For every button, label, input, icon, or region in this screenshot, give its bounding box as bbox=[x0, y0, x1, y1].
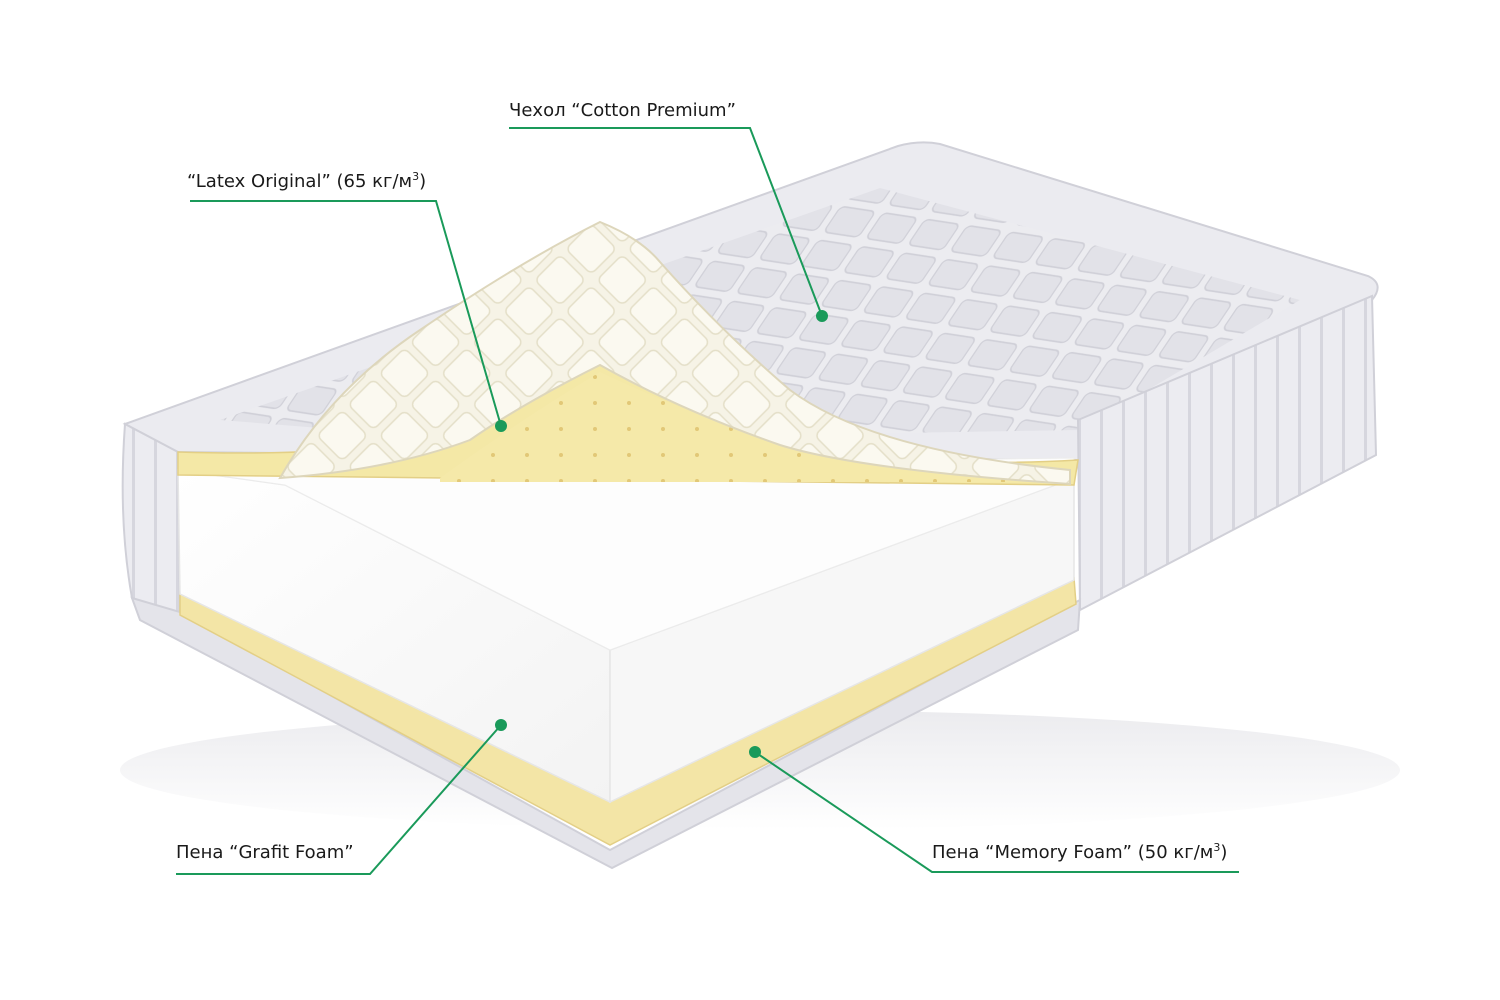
leader-grafit bbox=[176, 724, 502, 875]
leader-latex bbox=[190, 200, 502, 427]
label-grafit-foam: Пена “Grafit Foam” bbox=[176, 842, 354, 864]
label-latex-original: “Latex Original” (65 кг/м3) bbox=[187, 171, 426, 193]
label-text: Пена “Memory Foam” (50 кг/м bbox=[932, 842, 1214, 863]
cover-left-side bbox=[121, 422, 182, 617]
latex-holes bbox=[440, 372, 1060, 482]
label-memory-foam: Пена “Memory Foam” (50 кг/м3) bbox=[932, 842, 1227, 864]
label-text: Чехол “Cotton Premium” bbox=[509, 100, 736, 121]
cover-right-side bbox=[1076, 294, 1378, 612]
leader-lines bbox=[176, 127, 1239, 875]
dot-cover bbox=[816, 310, 828, 322]
leader-cover bbox=[509, 127, 823, 317]
label-text: Пена “Grafit Foam” bbox=[176, 842, 354, 863]
label-text-after: ) bbox=[419, 171, 427, 192]
dot-grafit bbox=[495, 719, 507, 731]
dot-memory bbox=[749, 746, 761, 758]
latex-cover-flap bbox=[278, 220, 1071, 486]
leader-dots bbox=[495, 310, 828, 758]
label-text-after: ) bbox=[1220, 842, 1228, 863]
label-superscript: 3 bbox=[412, 170, 420, 183]
dot-latex bbox=[495, 420, 507, 432]
label-text: “Latex Original” (65 кг/м bbox=[187, 171, 413, 192]
label-cotton-premium-cover: Чехол “Cotton Premium” bbox=[509, 100, 736, 122]
label-superscript: 3 bbox=[1213, 841, 1221, 854]
leader-memory bbox=[754, 751, 1239, 873]
